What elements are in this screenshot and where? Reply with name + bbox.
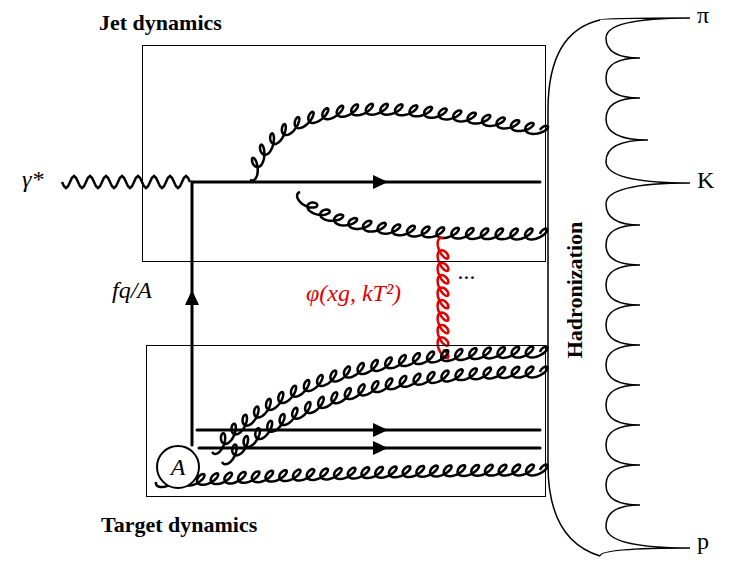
hadron-label: p <box>697 528 709 555</box>
gluon-line <box>156 465 548 488</box>
dynamics-box: Jet dynamics <box>142 45 546 262</box>
pdf-label: fq/A <box>112 277 152 304</box>
target-circle: A <box>156 445 200 489</box>
gluon-line <box>222 367 548 465</box>
region-heading: Target dynamics <box>101 512 257 538</box>
gluon-line <box>297 192 547 239</box>
quark-arrow <box>373 423 388 437</box>
hadronization-region: Hadronization <box>552 40 598 540</box>
photon-line <box>62 176 190 188</box>
dynamics-box: Target dynamicsA <box>146 345 546 497</box>
gluon-line <box>438 238 449 358</box>
quark-arrow <box>373 441 388 455</box>
photon-label: γ* <box>22 166 43 193</box>
target-label: A <box>171 454 186 481</box>
gluon-distribution-label: φ(xg, kT²) <box>306 280 401 307</box>
hadronization-bracket <box>548 20 600 556</box>
hadron-outline <box>600 18 690 556</box>
region-heading: Hadronization <box>562 222 588 359</box>
gluon-line <box>250 104 548 181</box>
quark-arrow <box>185 290 199 305</box>
quark-line <box>197 429 540 432</box>
quark-arrow <box>373 175 388 189</box>
hadron-label: π <box>697 2 709 29</box>
hadron-label: K <box>697 167 714 194</box>
ellipsis-label: ... <box>458 258 476 285</box>
region-heading: Jet dynamics <box>99 10 222 36</box>
